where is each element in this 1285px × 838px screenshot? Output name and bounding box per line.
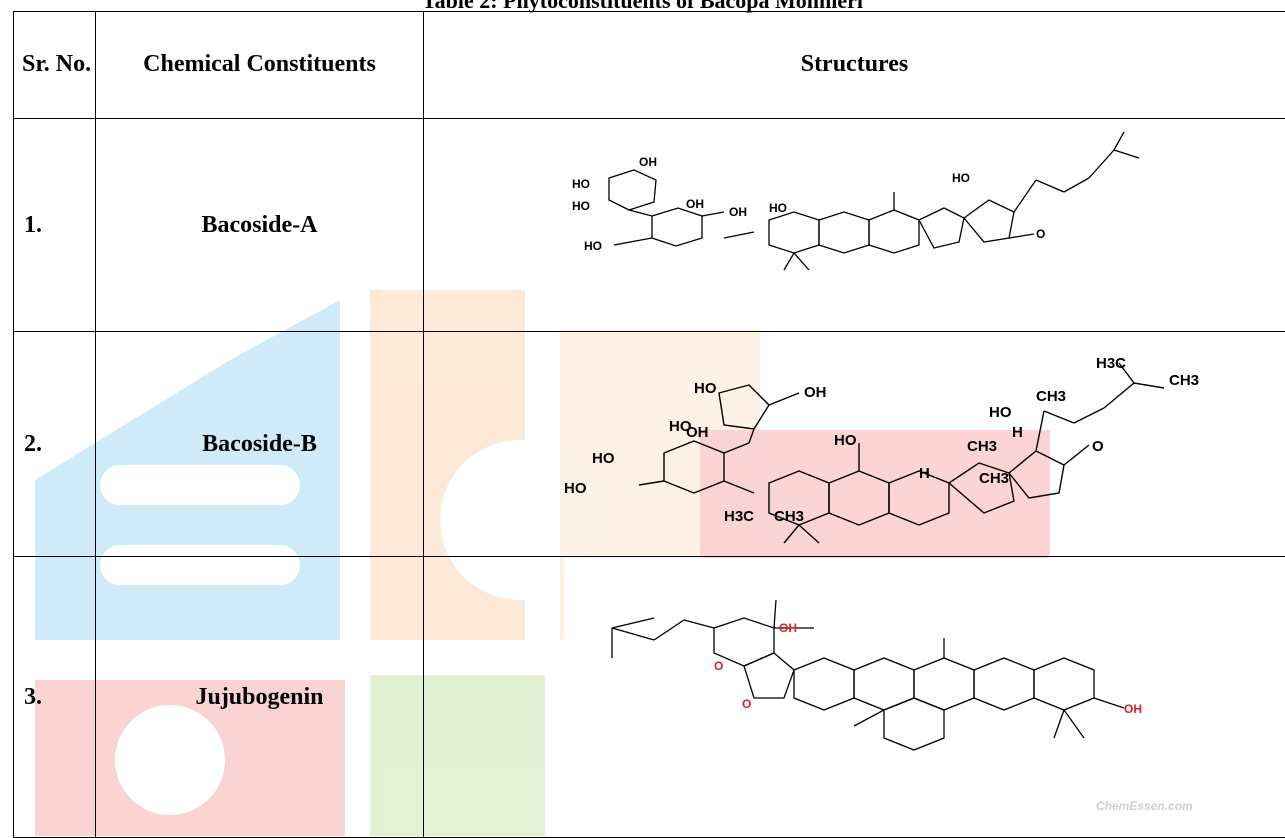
structure-cell: H3C CH3 HO OH HO CH3 HO OH HO HO H CH3 O… bbox=[424, 332, 1285, 557]
jujubogenin-structure: OH O O OH ChemEssen.com bbox=[424, 558, 1284, 836]
label-ho-2: HO bbox=[572, 199, 590, 213]
header-chemical-constituents: Chemical Constituents bbox=[96, 12, 424, 119]
header-sr-no: Sr. No. bbox=[14, 12, 96, 119]
label-ch3-d: CH3 bbox=[979, 470, 1009, 487]
label-o: O bbox=[1036, 227, 1045, 241]
label-ho-f: HO bbox=[564, 480, 587, 497]
label-oh-3: OH bbox=[729, 205, 747, 219]
header-row: Sr. No. Chemical Constituents Structures bbox=[14, 12, 1285, 119]
label-ho-4: HO bbox=[769, 201, 787, 215]
table-caption: Table 2: Phytoconstituents of Bacopa Mon… bbox=[0, 0, 1285, 14]
label-ho-b: HO bbox=[989, 404, 1012, 421]
row-sr-number: 1. bbox=[14, 119, 96, 332]
header-structures: Structures bbox=[424, 12, 1285, 119]
label-o-ring-2: O bbox=[742, 697, 751, 711]
label-oh-bottom: OH bbox=[1124, 702, 1142, 716]
phytoconstituents-table: Sr. No. Chemical Constituents Structures… bbox=[13, 11, 1285, 838]
label-ho-e: HO bbox=[834, 432, 857, 449]
table-row: 3. Jujubogenin bbox=[14, 557, 1285, 838]
label-o: O bbox=[1092, 438, 1104, 455]
label-ho-1: HO bbox=[572, 177, 590, 191]
label-ch3-bot: CH3 bbox=[774, 508, 804, 525]
label-oh-top: OH bbox=[779, 621, 797, 635]
label-oh-2: OH bbox=[686, 197, 704, 211]
label-o-ring-1: O bbox=[714, 659, 723, 673]
constituent-name: Jujubogenin bbox=[96, 557, 424, 838]
label-ho-a: HO bbox=[694, 380, 717, 397]
label-ho-5: HO bbox=[952, 171, 970, 185]
row-sr-number: 3. bbox=[14, 557, 96, 838]
constituent-name: Bacoside-B bbox=[96, 332, 424, 557]
label-ch3-top: CH3 bbox=[1169, 372, 1199, 389]
label-oh-a: OH bbox=[804, 384, 827, 401]
bacoside-b-structure: H3C CH3 HO OH HO CH3 HO OH HO HO H CH3 O… bbox=[424, 333, 1284, 555]
label-ch3-c: CH3 bbox=[967, 438, 997, 455]
constituent-name: Bacoside-A bbox=[96, 119, 424, 332]
bacoside-a-structure: HO HO HO OH OH OH HO HO O bbox=[424, 120, 1284, 330]
label-h-a: H bbox=[1012, 424, 1023, 441]
structure-cell: OH O O OH ChemEssen.com bbox=[424, 557, 1285, 838]
structure-cell: HO HO HO OH OH OH HO HO O bbox=[424, 119, 1285, 332]
row-sr-number: 2. bbox=[14, 332, 96, 557]
label-ch3-b: CH3 bbox=[1036, 388, 1066, 405]
table-row: 2. Bacoside-B bbox=[14, 332, 1285, 557]
label-oh-1: OH bbox=[639, 155, 657, 169]
label-h-b: H bbox=[919, 465, 930, 482]
chemessen-credit: ChemEssen.com bbox=[1096, 799, 1193, 813]
label-h3c-bot: H3C bbox=[724, 508, 754, 525]
structure-image-background bbox=[564, 558, 1284, 836]
label-oh-c: OH bbox=[686, 424, 709, 441]
label-ho-d: HO bbox=[592, 450, 615, 467]
label-h3c-top: H3C bbox=[1096, 355, 1126, 372]
label-ho-3: HO bbox=[584, 239, 602, 253]
table-row: 1. Bacoside-A bbox=[14, 119, 1285, 332]
